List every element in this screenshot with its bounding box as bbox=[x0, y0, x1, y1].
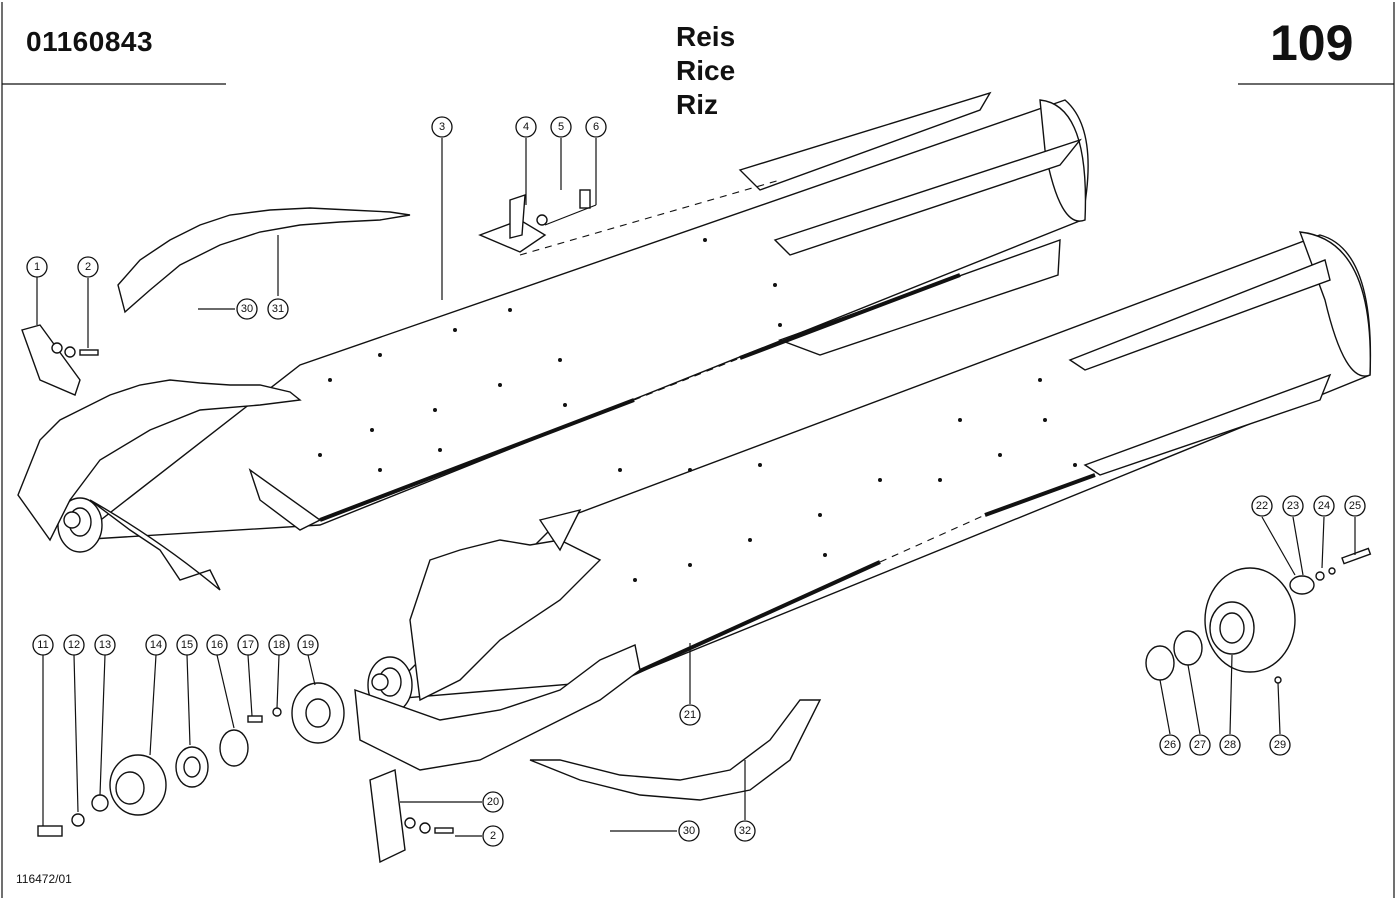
lower-rotor-tube bbox=[367, 231, 1372, 714]
callout-20: 20 bbox=[482, 791, 504, 813]
callout-28: 28 bbox=[1219, 734, 1241, 756]
svg-text:29: 29 bbox=[1274, 739, 1286, 751]
svg-text:17: 17 bbox=[242, 639, 254, 651]
callout-13: 13 bbox=[94, 634, 116, 656]
plate-1-assembly bbox=[21, 324, 99, 396]
leader-lines bbox=[36, 138, 1356, 837]
svg-text:25: 25 bbox=[1349, 500, 1361, 512]
part-number: 01160843 bbox=[26, 26, 154, 57]
callout-4: 4 bbox=[515, 116, 537, 138]
callout-16: 16 bbox=[206, 634, 228, 656]
svg-text:12: 12 bbox=[68, 639, 80, 651]
callout-30-upper: 30 bbox=[236, 298, 258, 320]
callout-2-upper: 2 bbox=[77, 256, 99, 278]
svg-text:3: 3 bbox=[439, 121, 445, 133]
svg-text:13: 13 bbox=[99, 639, 111, 651]
page-number: 109 bbox=[1270, 15, 1354, 71]
hub-assembly-right bbox=[1145, 547, 1372, 684]
bearing-stack-left bbox=[37, 682, 345, 837]
svg-text:5: 5 bbox=[558, 121, 564, 133]
svg-text:21: 21 bbox=[684, 709, 696, 721]
svg-text:26: 26 bbox=[1164, 739, 1176, 751]
svg-text:11: 11 bbox=[37, 639, 48, 651]
svg-text:24: 24 bbox=[1318, 500, 1330, 512]
callout-24: 24 bbox=[1313, 495, 1335, 517]
callout-3: 3 bbox=[431, 116, 453, 138]
callout-31: 31 bbox=[267, 298, 289, 320]
callout-27: 27 bbox=[1189, 734, 1211, 756]
rasp-bar-31 bbox=[117, 207, 411, 314]
title-line-french: Riz bbox=[676, 89, 718, 120]
callout-2-lower: 2 bbox=[482, 825, 504, 847]
svg-text:30: 30 bbox=[683, 825, 695, 837]
title-line-german: Reis bbox=[676, 21, 736, 52]
svg-text:28: 28 bbox=[1224, 739, 1236, 751]
svg-text:16: 16 bbox=[211, 639, 223, 651]
svg-text:23: 23 bbox=[1287, 500, 1299, 512]
drawing-number: 116472/01 bbox=[16, 872, 72, 886]
title-block: Reis Rice Riz bbox=[676, 20, 735, 122]
svg-text:22: 22 bbox=[1256, 500, 1268, 512]
callout-26: 26 bbox=[1159, 734, 1181, 756]
callout-15: 15 bbox=[176, 634, 198, 656]
svg-text:4: 4 bbox=[523, 121, 529, 133]
callout-11: 11 bbox=[32, 634, 54, 656]
callout-19: 19 bbox=[297, 634, 319, 656]
title-line-english: Rice bbox=[676, 55, 736, 86]
rasp-bar-32 bbox=[529, 699, 822, 801]
svg-text:30: 30 bbox=[241, 303, 253, 315]
callout-1: 1 bbox=[26, 256, 48, 278]
svg-text:20: 20 bbox=[487, 796, 499, 808]
svg-text:27: 27 bbox=[1194, 739, 1206, 751]
callout-22: 22 bbox=[1251, 495, 1273, 517]
svg-text:19: 19 bbox=[302, 639, 314, 651]
callout-30-lower: 30 bbox=[678, 820, 700, 842]
callout-29: 29 bbox=[1269, 734, 1291, 756]
callout-5: 5 bbox=[550, 116, 572, 138]
upper-rotor-tube bbox=[57, 91, 1089, 553]
svg-text:32: 32 bbox=[739, 825, 751, 837]
callout-23: 23 bbox=[1282, 495, 1304, 517]
callout-14: 14 bbox=[145, 634, 167, 656]
svg-text:2: 2 bbox=[85, 261, 91, 273]
svg-text:6: 6 bbox=[593, 121, 599, 133]
svg-text:1: 1 bbox=[34, 261, 40, 273]
svg-text:18: 18 bbox=[273, 639, 285, 651]
upper-rotor-paddles bbox=[17, 379, 322, 591]
callout-12: 12 bbox=[63, 634, 85, 656]
svg-text:15: 15 bbox=[181, 639, 193, 651]
callout-18: 18 bbox=[268, 634, 290, 656]
plate-20-assembly bbox=[369, 769, 454, 864]
callout-25: 25 bbox=[1344, 495, 1366, 517]
callout-21: 21 bbox=[679, 704, 701, 726]
lower-rotor-paddles bbox=[354, 508, 641, 771]
svg-text:14: 14 bbox=[150, 639, 162, 651]
callout-32: 32 bbox=[734, 820, 756, 842]
bracket-4-assembly bbox=[478, 189, 591, 253]
callout-17: 17 bbox=[237, 634, 259, 656]
tube-rivet-holes bbox=[318, 238, 1077, 582]
svg-text:2: 2 bbox=[490, 830, 496, 842]
svg-text:31: 31 bbox=[272, 303, 284, 315]
callout-6: 6 bbox=[585, 116, 607, 138]
